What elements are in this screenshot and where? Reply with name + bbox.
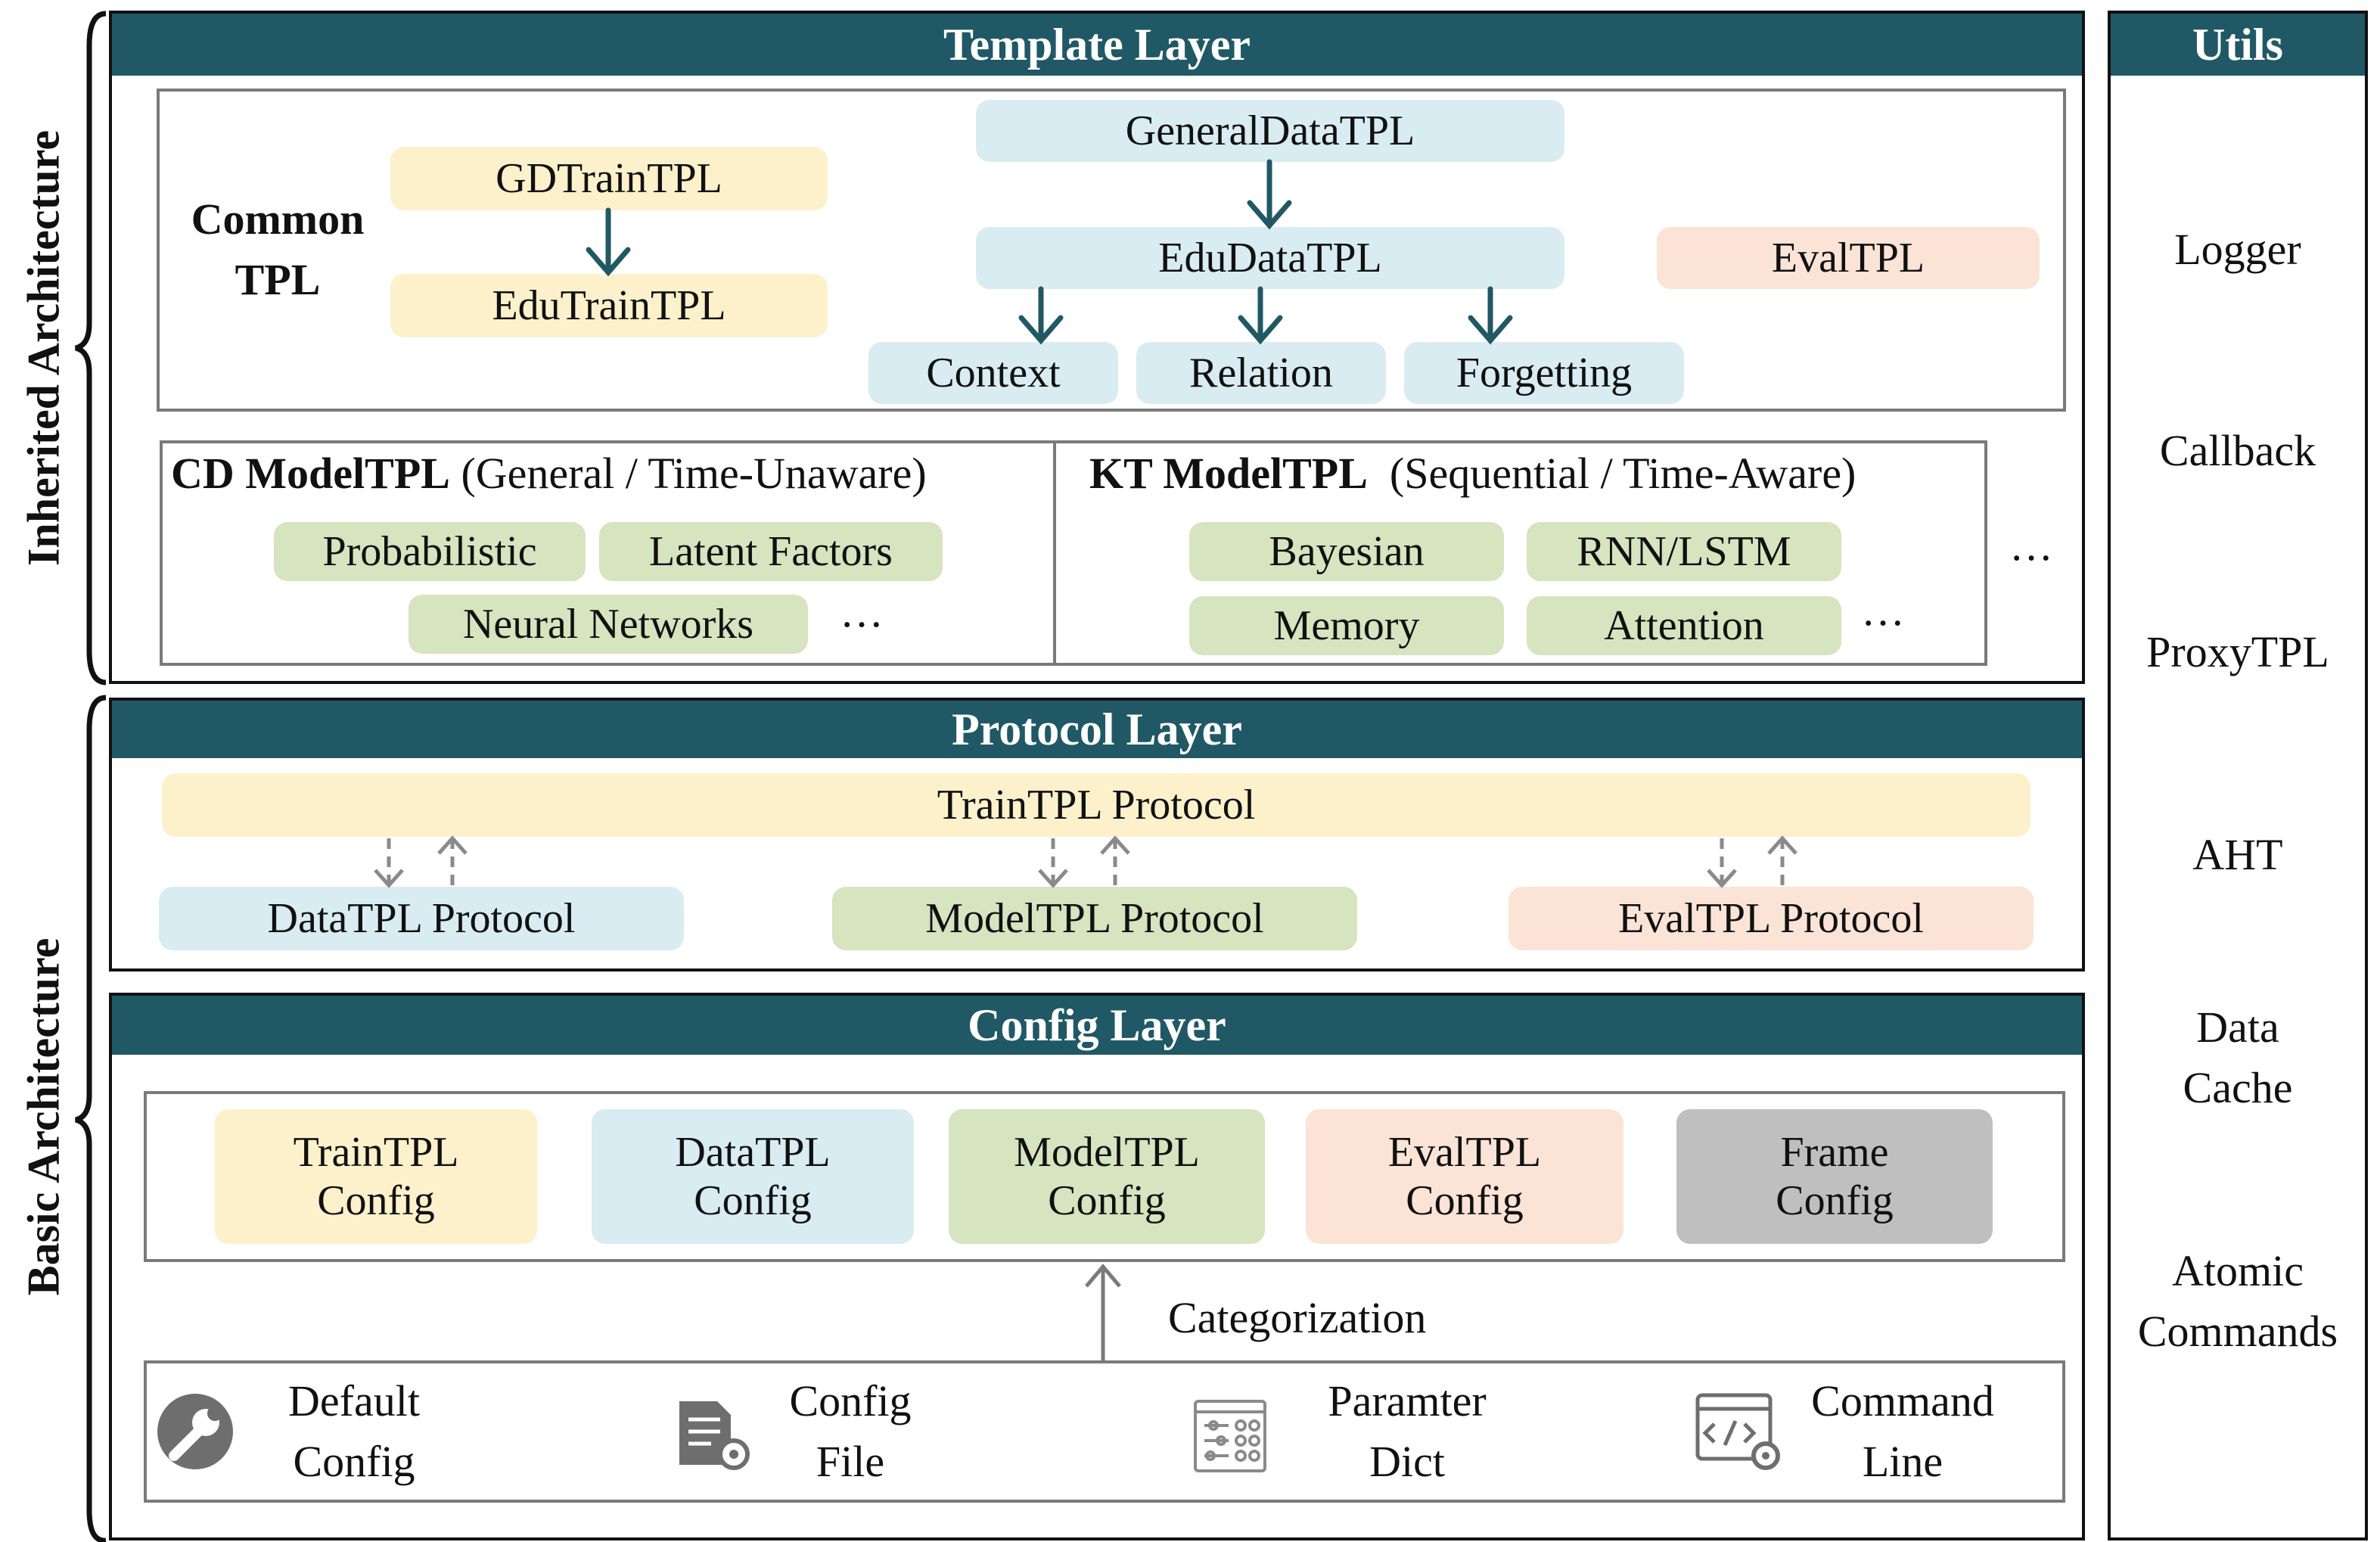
kt-item-bayesian: Bayesian [1189, 522, 1504, 581]
source-default-config: Default Config [256, 1371, 452, 1492]
data-tpl-config-line1: DataTPL [675, 1128, 831, 1176]
model-tpl-divider [1053, 442, 1056, 664]
model-tpl-protocol: ModelTPL Protocol [832, 887, 1357, 950]
kt-more-ellipsis: ··· [1861, 598, 1905, 648]
cd-item-probabilistic: Probabilistic [274, 522, 586, 581]
kt-item-rnn-lstm: RNN/LSTM [1527, 522, 1841, 581]
model-tpl-config-line1: ModelTPL [1014, 1128, 1200, 1176]
utils-atomic-commands: Atomic Commands [2111, 1241, 2365, 1362]
general-data-tpl-node: GeneralDataTPL [976, 100, 1564, 162]
source-command-line-line2: Line [1862, 1437, 1943, 1486]
frame-config-line1: Frame [1780, 1128, 1889, 1176]
eval-tpl-protocol: EvalTPL Protocol [1508, 887, 2034, 950]
cd-item-neural-networks: Neural Networks [409, 595, 808, 654]
cd-more-ellipsis: ··· [840, 600, 884, 649]
eval-tpl-config-line1: EvalTPL [1387, 1128, 1542, 1176]
cd-model-tpl-title: CD ModelTPL (General / Time-Unaware) [171, 449, 927, 498]
utils-panel: Utils [2108, 11, 2368, 1540]
utils-proxy-tpl: ProxyTPL [2111, 622, 2365, 682]
utils-proxy-tpl-line1: ProxyTPL [2146, 627, 2329, 676]
utils-logger: Logger [2111, 219, 2365, 280]
data-tpl-protocol: DataTPL Protocol [159, 887, 684, 950]
train-tpl-protocol: TrainTPL Protocol [162, 773, 2030, 837]
train-tpl-config-line2: Config [317, 1177, 435, 1224]
kt-model-tpl-title-bold: KT ModelTPL [1089, 449, 1368, 498]
forgetting-node: Forgetting [1404, 342, 1684, 404]
utils-atomic-commands-line1: Atomic [2172, 1246, 2304, 1295]
edu-data-tpl-node: EduDataTPL [976, 227, 1564, 289]
kt-model-tpl-title-rest: (Sequential / Time-Aware) [1367, 449, 1856, 498]
kt-item-memory: Memory [1189, 596, 1504, 655]
source-parameter-dict-line1: Paramter [1328, 1376, 1487, 1425]
inherited-brace [74, 11, 107, 686]
train-tpl-config-line1: TrainTPL [293, 1128, 459, 1176]
common-tpl-line1: Common [191, 194, 365, 244]
cd-model-tpl-title-bold: CD ModelTPL [171, 449, 450, 498]
relation-node: Relation [1136, 342, 1386, 404]
config-layer-title: Config Layer [112, 996, 2082, 1055]
utils-data-cache-line2: Cache [2183, 1063, 2293, 1112]
template-layer-title: Template Layer [112, 14, 2082, 76]
utils-data-cache-line1: Data [2196, 1003, 2279, 1052]
utils-aht-line1: AHT [2192, 830, 2283, 879]
cd-model-tpl-title-rest: (General / Time-Unaware) [449, 449, 927, 498]
utils-title: Utils [2111, 14, 2365, 76]
eval-tpl-config-line2: Config [1406, 1177, 1524, 1224]
source-config-file-line2: File [816, 1437, 885, 1486]
utils-atomic-commands-line2: Commands [2137, 1307, 2338, 1356]
source-config-file-line1: Config [789, 1376, 912, 1425]
inherited-architecture-label: Inherited Architecture [18, 129, 69, 567]
utils-callback-line1: Callback [2159, 426, 2316, 475]
source-default-config-line2: Config [293, 1437, 415, 1486]
source-parameter-dict: Paramter Dict [1301, 1371, 1513, 1492]
common-tpl-line2: TPL [235, 255, 321, 304]
categorization-label: Categorization [1168, 1293, 1427, 1342]
source-parameter-dict-line2: Dict [1369, 1437, 1445, 1486]
utils-callback: Callback [2111, 421, 2365, 481]
common-tpl-box [157, 89, 2066, 412]
config-layer: Config Layer [109, 993, 2085, 1540]
eval-tpl-node: EvalTPL [1657, 227, 2040, 289]
edu-train-tpl-node: EduTrainTPL [390, 274, 828, 337]
common-tpl-label: Common TPL [179, 189, 377, 310]
protocol-layer-title: Protocol Layer [112, 701, 2082, 758]
gd-train-tpl-node: GDTrainTPL [390, 147, 828, 210]
utils-data-cache: Data Cache [2111, 997, 2365, 1118]
basic-architecture-label: Basic Architecture [18, 937, 69, 1296]
kt-model-tpl-title: KT ModelTPL (Sequential / Time-Aware) [1089, 449, 1856, 498]
model-tpl-config-line2: Config [1048, 1177, 1166, 1224]
model-tpl-more-ellipsis: ··· [2009, 533, 2053, 583]
data-tpl-config-line2: Config [694, 1177, 812, 1224]
config-types-box [144, 1091, 2065, 1262]
cd-item-latent-factors: Latent Factors [599, 522, 943, 581]
basic-brace [74, 695, 107, 1542]
source-command-line: Command Line [1787, 1371, 2018, 1492]
utils-aht: AHT [2111, 825, 2365, 885]
kt-item-attention: Attention [1527, 596, 1841, 655]
config-sources-box [144, 1360, 2065, 1503]
source-default-config-line1: Default [288, 1376, 420, 1425]
model-tpl-box [160, 440, 1987, 666]
frame-config-line2: Config [1776, 1177, 1894, 1224]
utils-logger-line1: Logger [2174, 225, 2301, 274]
source-config-file: Config File [752, 1371, 949, 1492]
source-command-line-line1: Command [1811, 1376, 1994, 1425]
context-node: Context [868, 342, 1118, 404]
